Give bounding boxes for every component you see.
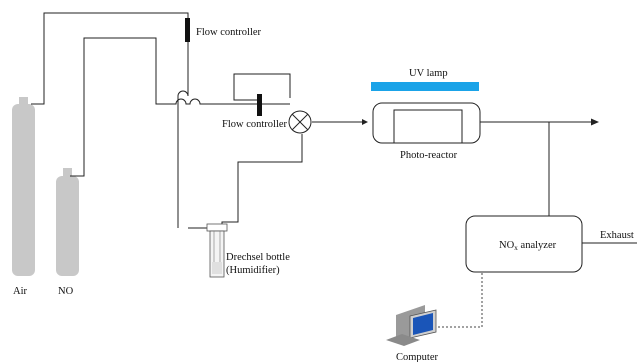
no-line [70,37,290,177]
arrowhead-outlet [591,118,599,126]
label-exhaust: Exhaust [600,230,634,241]
nox-main: NO [499,240,515,251]
no-cylinder [56,168,79,276]
nox-subscript: x [514,243,518,252]
photo-reactor [372,102,481,144]
humidifier-line-out [221,134,303,238]
label-computer: Computer [396,352,438,362]
label-nox-analyzer: NOx analyzer [499,240,557,252]
arrowhead-reactor [362,119,368,125]
mixing-valve [288,110,312,134]
data-link-dashed [437,273,483,328]
drechsel-bottle [206,223,228,278]
label-humidifier: (Humidifier) [226,265,280,276]
uv-lamp-bar [371,82,479,91]
label-drechsel-bottle: Drechsel bottle [226,252,290,263]
air-cylinder [12,97,35,276]
air-line [31,12,189,228]
nox-analyzer-box [465,215,583,273]
label-flow-controller-mid: Flow controller [222,119,288,130]
flow-controller-top [185,18,190,42]
label-flow-controller-top: Flow controller [196,27,262,38]
nox-rest: analyzer [518,240,557,251]
flow-controller-mid [257,94,262,116]
controller-loop [233,73,291,101]
computer-icon [386,305,437,346]
label-photo-reactor: Photo-reactor [400,150,458,161]
label-air: Air [13,286,28,297]
label-no: NO [58,286,74,297]
label-uv-lamp: UV lamp [409,68,448,79]
